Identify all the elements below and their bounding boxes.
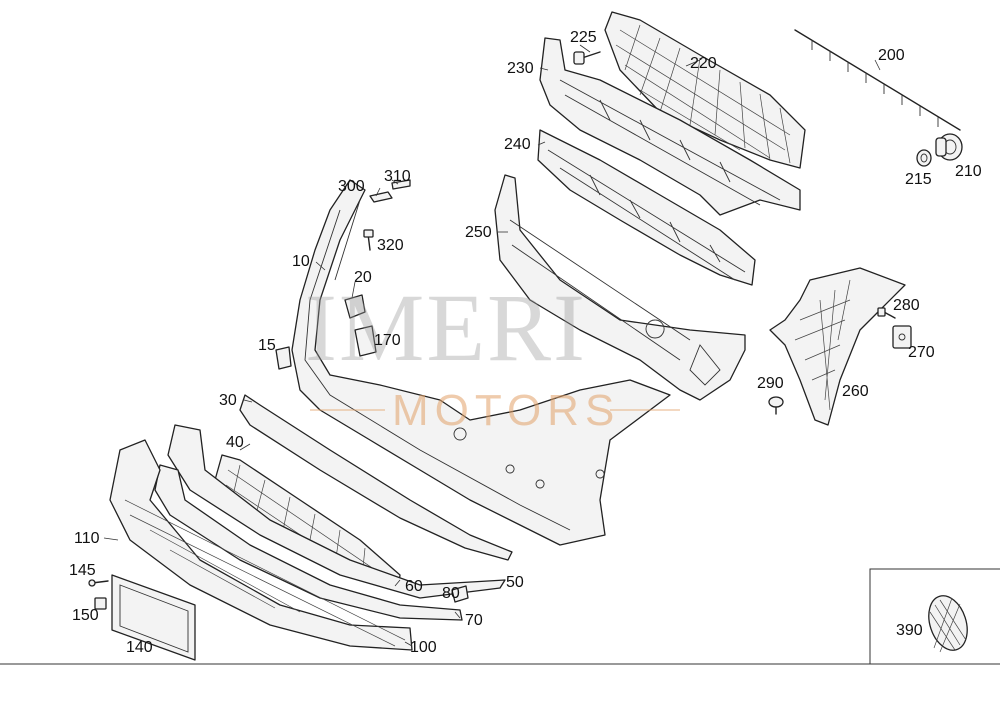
callout-310: 310 xyxy=(384,168,411,185)
part-10-bumper-cover xyxy=(291,179,671,546)
callout-240: 240 xyxy=(504,136,531,153)
part-320-screw xyxy=(363,229,374,251)
watermark-sub-group: MOTORS xyxy=(310,386,680,435)
part-390-emblem xyxy=(928,595,968,653)
callout-390: 390 xyxy=(896,622,923,639)
part-150-nut xyxy=(94,597,107,610)
callout-100: 100 xyxy=(410,639,437,656)
callout-230: 230 xyxy=(507,60,534,77)
callout-260: 260 xyxy=(842,383,869,400)
part-200-harness xyxy=(794,29,961,131)
callout-20: 20 xyxy=(354,269,372,286)
callout-290: 290 xyxy=(757,375,784,392)
part-70-lower-lip xyxy=(154,464,463,621)
part-210-sensor xyxy=(935,133,963,161)
part-250-support-bar xyxy=(494,174,746,401)
callout-10: 10 xyxy=(292,253,310,270)
watermark-sub: MOTORS xyxy=(392,386,620,435)
part-145-screw xyxy=(88,579,109,587)
callout-40: 40 xyxy=(226,434,244,451)
part-290-push-clip xyxy=(768,396,784,415)
part-215-sensor-ring xyxy=(916,149,932,167)
part-220-upper-grille xyxy=(604,11,806,169)
callout-80: 80 xyxy=(442,585,460,602)
part-270-clip xyxy=(892,325,912,349)
part-80-clip xyxy=(451,585,469,603)
part-20-bracket xyxy=(344,294,366,319)
callout-140: 140 xyxy=(126,639,153,656)
inset-box-390 xyxy=(869,568,1000,664)
callout-280: 280 xyxy=(893,297,920,314)
callout-300: 300 xyxy=(338,178,365,195)
part-15-clip xyxy=(275,346,292,370)
part-30-trim-strip xyxy=(239,394,513,561)
callout-110: 110 xyxy=(74,530,100,547)
callout-200: 200 xyxy=(878,47,905,64)
callout-150: 150 xyxy=(72,607,99,624)
part-240-middle-bracket xyxy=(537,129,756,286)
callout-320: 320 xyxy=(377,237,404,254)
watermark-brand: IMERI xyxy=(305,274,587,381)
callout-15: 15 xyxy=(258,337,276,354)
part-110-lower-spoiler xyxy=(109,439,413,651)
part-300-clip xyxy=(369,191,393,203)
callout-215: 215 xyxy=(905,171,932,188)
callout-250: 250 xyxy=(465,224,492,241)
part-225-screw xyxy=(573,51,601,65)
callout-220: 220 xyxy=(690,55,717,72)
callout-145: 145 xyxy=(69,562,96,579)
callout-170: 170 xyxy=(374,332,401,349)
part-230-upper-bracket xyxy=(539,37,801,216)
leader-lines xyxy=(103,44,881,647)
part-310-clip xyxy=(391,179,411,190)
part-50-side-trim xyxy=(167,424,506,599)
callout-225: 225 xyxy=(570,29,597,46)
callout-270: 270 xyxy=(908,344,935,361)
part-140-plate-holder xyxy=(111,574,196,661)
callout-60: 60 xyxy=(405,578,423,595)
part-280-screw xyxy=(877,307,896,319)
part-170-bracket xyxy=(354,325,377,357)
callout-210: 210 xyxy=(955,163,982,180)
callout-30: 30 xyxy=(219,392,237,409)
callout-70: 70 xyxy=(465,612,483,629)
callout-50: 50 xyxy=(506,574,524,591)
part-260-side-bracket xyxy=(769,267,906,426)
